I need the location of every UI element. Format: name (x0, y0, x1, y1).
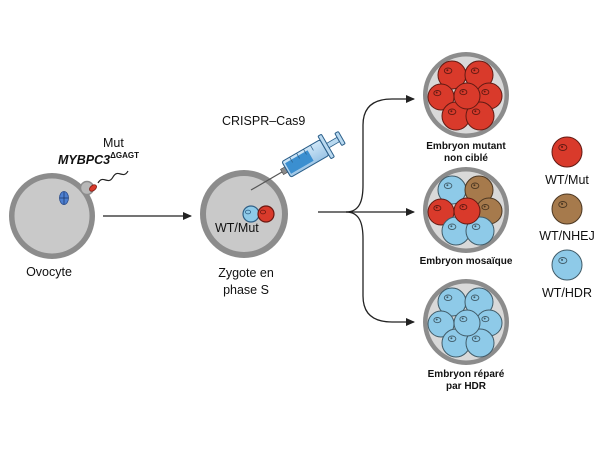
oocyte-cell (9, 173, 95, 259)
blastomere (453, 82, 481, 110)
syringe-icon (250, 131, 346, 191)
blastomere (465, 101, 495, 131)
zygote-label-line1: Zygote en (218, 266, 274, 280)
outcome-mutant-label: Embryon mutant non ciblé (406, 141, 526, 165)
outcome-mutant-line1: Embryon mutant (426, 141, 506, 152)
blastomere (464, 60, 494, 90)
zygote-cell (200, 170, 288, 258)
outcome-hdr-label: Embryon réparé par HDR (406, 369, 526, 393)
spindle-icon (59, 191, 69, 205)
blastomere (437, 175, 467, 205)
oocyte-cytoplasm (14, 178, 90, 254)
outcome-hdr-line1: Embryon réparé (427, 369, 505, 380)
gene-label: MYBPC3ΔGAGT (58, 151, 139, 167)
blastomere (453, 197, 481, 225)
outcome-hdr-line2: par HDR (445, 381, 486, 392)
zygote-genotype-label: WT/Mut (215, 221, 259, 235)
blastomere (465, 328, 495, 358)
embryo-mutant-cells (427, 60, 503, 131)
blastomere (453, 309, 481, 337)
crispr-label: CRISPR–Cas9 (222, 114, 306, 128)
gene-deletion-superscript: ΔGAGT (110, 151, 139, 160)
mutation-label: Mut (103, 136, 124, 150)
embryo-mosaic-cells (427, 175, 503, 246)
zygote-label: Zygote en phase S (200, 265, 292, 299)
sperm-icon (89, 170, 129, 192)
legend-label-wt-mut: WT/Mut (545, 173, 589, 187)
gene-name: MYBPC3 (58, 153, 111, 167)
legend-label-wt-nhej: WT/NHEJ (539, 229, 595, 243)
oocyte-label: Ovocyte (26, 265, 72, 279)
outcome-mosaic-label: Embryon mosaïque (406, 256, 526, 268)
branch-arrows (318, 95, 415, 326)
legend-swatch-wt-nhej (551, 193, 583, 225)
outcome-mosaic-line1: Embryon mosaïque (419, 256, 513, 267)
zygote-label-line2: phase S (223, 283, 269, 297)
outcome-mutant-line2: non ciblé (444, 153, 488, 164)
pronucleus-mut (257, 205, 275, 223)
blastomere (465, 216, 495, 246)
legend-label-wt-hdr: WT/HDR (542, 286, 592, 300)
blastomere (427, 83, 455, 111)
pronucleus-wt (242, 205, 260, 223)
legend-swatch-wt-mut (551, 136, 583, 168)
legend (551, 136, 583, 281)
legend-swatch-wt-hdr (551, 249, 583, 281)
embryo-hdr-cells (427, 287, 503, 358)
